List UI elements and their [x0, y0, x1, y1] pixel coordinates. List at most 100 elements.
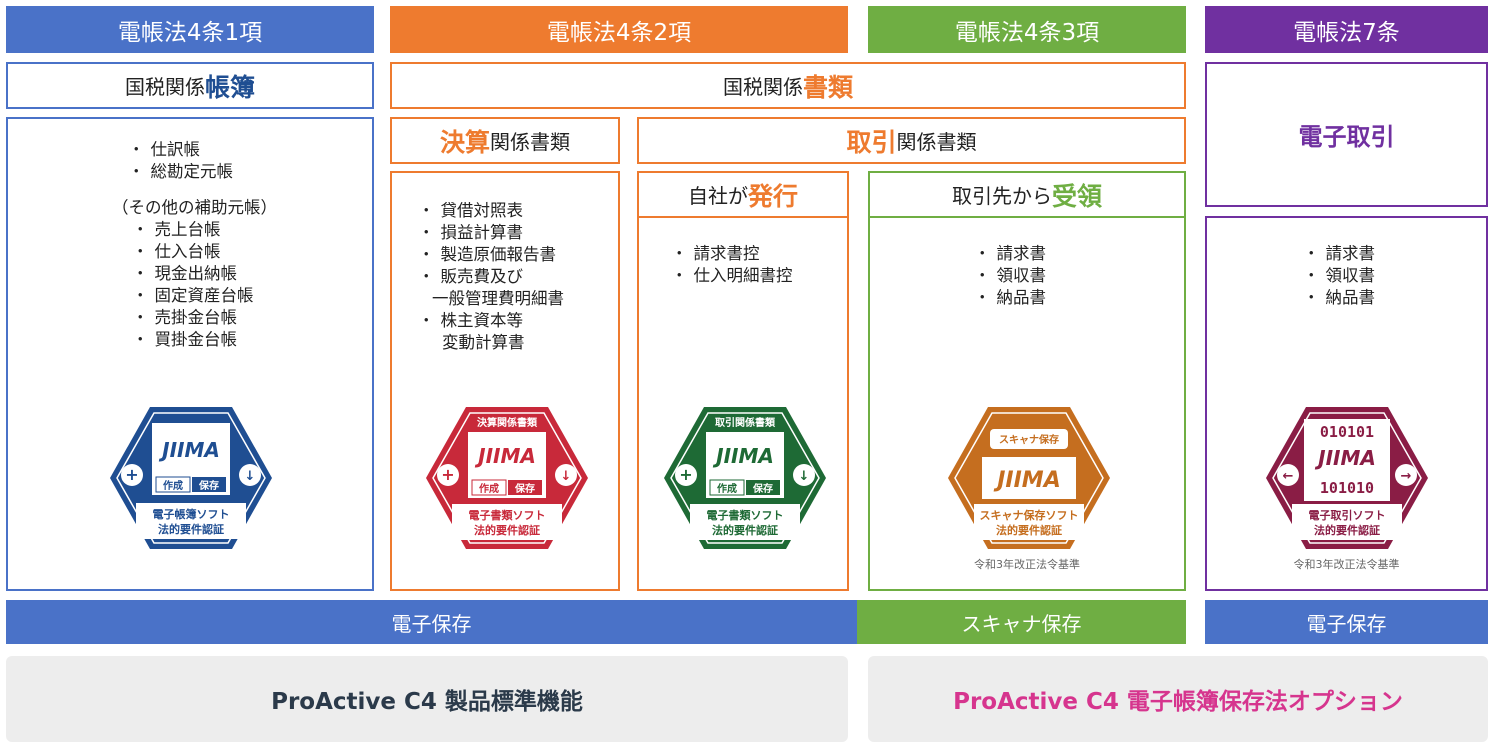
settlement-cont1: 一般管理費明細書	[432, 289, 564, 308]
list-item: 固定資産台帳	[132, 285, 254, 307]
badge-doc-a: 作成	[163, 479, 183, 492]
footer-standard: ProActive C4 製品標準機能	[6, 656, 848, 742]
books-title-prefix: 国税関係	[124, 75, 205, 99]
badge-line2: 法的要件認証	[712, 523, 778, 537]
badge-doc-b: 保存	[752, 482, 773, 495]
jiima-books-badge: + ↓ JIIMA 作成 保存 電子帳簿ソフト 法的要件認証	[110, 407, 272, 549]
badge-doc-a: 作成	[717, 482, 737, 495]
badge-brand: JIIMA	[158, 438, 220, 462]
books-title-emphasis: 帳簿	[204, 72, 255, 102]
badge-brand: JIIMA	[1314, 446, 1376, 470]
badge-brand: JIIMA	[712, 444, 774, 468]
books-title-box: 国税関係帳簿	[6, 62, 374, 109]
footer-option-label: ProActive C4 電子帳簿保存法オプション	[953, 689, 1403, 715]
badge-line1: 電子書類ソフト	[707, 508, 784, 522]
list-item: 仕入明細書控	[671, 265, 793, 287]
list-item: 領収書	[974, 265, 1047, 287]
badge-line2: 法的要件認証	[996, 523, 1062, 537]
badge-line1: 電子書類ソフト	[469, 508, 546, 522]
list-item: 請求書控	[671, 243, 793, 265]
received-content-box: 請求書 領収書 納品書 スキャナ保存 JIIMA スキャナ保存ソフト 法的要件認…	[868, 216, 1186, 591]
received-list: 請求書 領収書 納品書	[974, 243, 1047, 309]
badge-line2: 法的要件認証	[474, 523, 540, 537]
badge-brand: JIIMA	[993, 468, 1060, 493]
issued-title-prefix: 自社が	[687, 184, 748, 208]
transaction-title-emphasis: 取引	[846, 127, 897, 157]
badge-doc-b: 保存	[198, 479, 219, 492]
badge-brand: JIIMA	[474, 444, 536, 468]
svg-text:+: +	[679, 465, 692, 484]
received-title-box: 取引先から受領	[868, 171, 1186, 218]
books-content-box: 仕訳帳 総勘定元帳 （その他の補助元帳） 売上台帳 仕入台帳 現金出納帳 固定資…	[6, 117, 374, 591]
ec-title-box: 電子取引	[1205, 62, 1488, 207]
list-item: 損益計算書	[418, 222, 556, 244]
transaction-title-suffix: 関係書類	[896, 130, 977, 154]
jiima-scanner-badge: スキャナ保存 JIIMA スキャナ保存ソフト 法的要件認証	[948, 407, 1110, 549]
header-col3: 電帳法4条3項	[868, 6, 1186, 53]
header-col4-label: 電帳法7条	[1293, 19, 1400, 46]
jiima-transaction-badge: 取引関係書類 + ↓ JIIMA 作成 保存 電子書類ソフト 法的要件認証	[664, 407, 826, 549]
svg-text:+: +	[125, 465, 138, 484]
list-item: 領収書	[1303, 265, 1376, 287]
badge-binary-top: 010101	[1320, 423, 1374, 441]
settlement-cont2: 変動計算書	[442, 333, 525, 352]
svg-text:↓: ↓	[245, 469, 256, 484]
list-item: 仕訳帳	[128, 139, 233, 161]
list-item: 貸借対照表	[418, 200, 556, 222]
ec-list: 請求書 領収書 納品書	[1303, 243, 1376, 309]
header-col2: 電帳法4条2項	[390, 6, 848, 53]
badge-top: 取引関係書類	[715, 416, 776, 429]
issued-content-box: 請求書控 仕入明細書控 取引関係書類 + ↓ JIIMA 作成 保存 電子書類ソ…	[637, 216, 849, 591]
list-item: 納品書	[974, 287, 1047, 309]
settlement-content-box: 貸借対照表 損益計算書 製造原価報告書 販売費及び 一般管理費明細書 株主資本等…	[390, 171, 620, 591]
storage-electronic-bar-2: 電子保存	[1205, 600, 1488, 644]
svg-text:←: ←	[1283, 469, 1294, 484]
footer-standard-label: ProActive C4 製品標準機能	[271, 689, 583, 715]
settlement-list-2: 株主資本等	[418, 310, 524, 332]
storage-scanner-bar: スキャナ保存	[857, 600, 1186, 644]
list-item: 製造原価報告書	[418, 244, 557, 266]
badge-line1: 電子取引ソフト	[1309, 508, 1386, 522]
badge-caption: 令和3年改正法令基準	[974, 558, 1080, 571]
badge-top: スキャナ保存	[999, 433, 1059, 446]
jiima-ec-badge: 010101 JIIMA 101010 ← → 電子取引ソフト 法的要件認証	[1266, 407, 1428, 549]
list-item: 納品書	[1303, 287, 1376, 309]
badge-line2: 法的要件認証	[1314, 523, 1380, 537]
docs-title-emphasis: 書類	[802, 72, 853, 102]
header-col1-label: 電帳法4条1項	[117, 19, 263, 46]
list-item: 総勘定元帳	[128, 161, 234, 183]
list-item: 売上台帳	[132, 219, 254, 241]
header-col3-label: 電帳法4条3項	[954, 19, 1100, 46]
books-sub-note: （その他の補助元帳）	[112, 198, 277, 217]
header-col1: 電帳法4条1項	[6, 6, 374, 53]
jiima-settlement-badge: 決算関係書類 + ↓ JIIMA 作成 保存 電子書類ソフト 法的要件認証	[426, 407, 588, 549]
storage-electronic-label-2: 電子保存	[1306, 611, 1387, 636]
footer-option: ProActive C4 電子帳簿保存法オプション	[868, 656, 1488, 742]
list-item: 仕入台帳	[132, 241, 254, 263]
settlement-title-box: 決算関係書類	[390, 117, 620, 164]
badge-line2: 法的要件認証	[158, 522, 224, 536]
list-item: 買掛金台帳	[132, 329, 254, 351]
storage-electronic-bar: 電子保存	[6, 600, 857, 644]
storage-electronic-label: 電子保存	[391, 611, 472, 636]
issued-list: 請求書控 仕入明細書控	[671, 243, 793, 287]
badge-top: 決算関係書類	[477, 416, 538, 429]
transaction-title-box: 取引関係書類	[637, 117, 1186, 164]
list-item: 販売費及び	[418, 266, 556, 288]
settlement-title-suffix: 関係書類	[490, 130, 570, 154]
header-col2-label: 電帳法4条2項	[546, 19, 692, 46]
ec-title: 電子取引	[1298, 123, 1395, 151]
docs-title-box: 国税関係書類	[390, 62, 1186, 109]
list-item: 株主資本等	[418, 310, 524, 332]
badge-doc-b: 保存	[514, 482, 535, 495]
list-item: 現金出納帳	[132, 263, 254, 285]
svg-text:↓: ↓	[561, 469, 572, 484]
books-sub-list: 売上台帳 仕入台帳 現金出納帳 固定資産台帳 売掛金台帳 買掛金台帳	[132, 219, 254, 351]
svg-text:+: +	[441, 465, 454, 484]
received-title-prefix: 取引先から	[951, 184, 1052, 208]
ec-content-box: 請求書 領収書 納品書 010101 JIIMA 101010 ← → 電子取引…	[1205, 216, 1488, 591]
badge-line1: スキャナ保存ソフト	[980, 508, 1079, 522]
settlement-title-emphasis: 決算	[439, 127, 490, 157]
badge-binary-bottom: 101010	[1320, 479, 1374, 497]
received-title-emphasis: 受領	[1051, 181, 1102, 211]
